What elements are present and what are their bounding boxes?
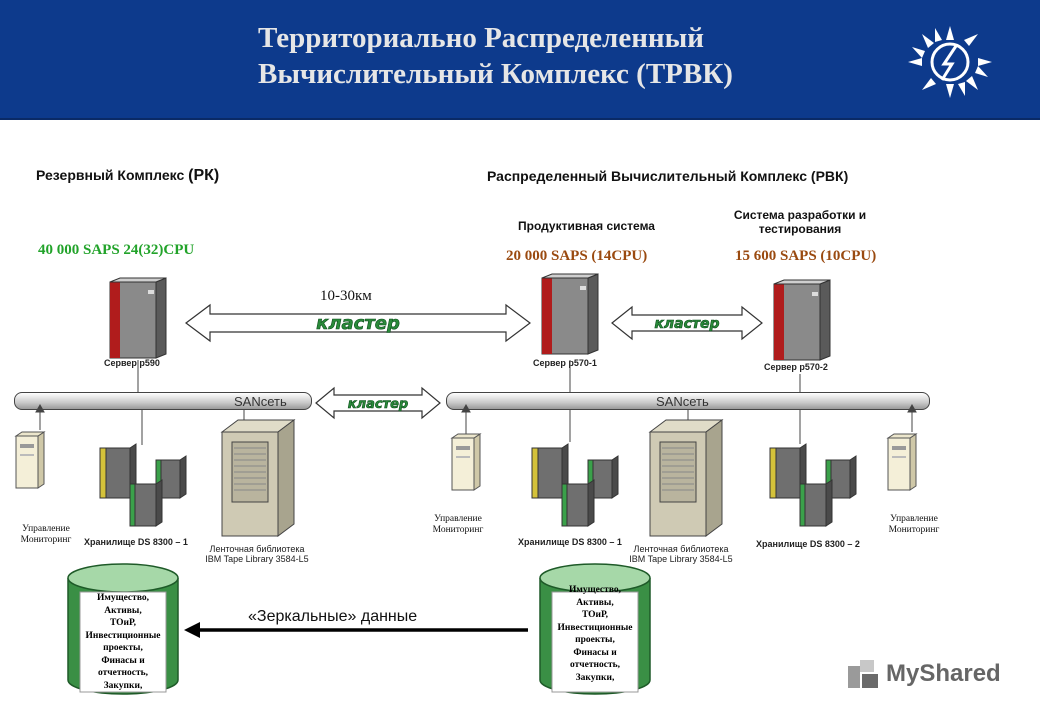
cluster-arrow-main: кластер: [185, 303, 531, 343]
rk-tape-line2: IBM Tape Library 3584-L5: [205, 554, 309, 564]
rvk-storage2-icon: [769, 443, 857, 527]
san-bus-rvk: [446, 392, 930, 410]
dev-system-label: Система разработки и тестирования: [718, 208, 882, 236]
server-p570-1-icon: [541, 273, 599, 355]
rk-database-icon: [67, 563, 179, 695]
cluster-main-text: кластер: [316, 313, 400, 334]
prod-saps: 20 000 SAPS (14CPU): [506, 248, 648, 264]
cluster-arrow-san: кластер: [315, 386, 441, 420]
rvk-right-management-line1: Управление: [890, 514, 938, 524]
rvk-management-line1: Управление: [434, 514, 482, 524]
dev-system-line1: Система разработки и: [733, 208, 867, 222]
cluster-arrow-rvk: кластер: [611, 305, 763, 341]
rk-management-label: Управление Мониторинг: [8, 524, 84, 546]
rk-management-pc-icon: [14, 431, 46, 489]
title-line-2: Вычислительный Комплекс (ТРВК): [258, 58, 733, 90]
san-rk-label: SANсеть: [234, 394, 287, 409]
rvk-storage2-label: Хранилище DS 8300 – 2: [756, 539, 860, 549]
rk-database-text: Имущество, Активы, ТОиР, Инвестиционные …: [85, 593, 161, 691]
rvk-database-icon: [539, 563, 651, 695]
dev-system-line2: тестирования: [758, 222, 842, 236]
server-p570-2-label: Сервер p570-2: [764, 362, 828, 372]
rvk-database-text: Имущество, Активы, ТОиР, Инвестиционные …: [557, 585, 633, 683]
rk-tape-label: Ленточная библиотека IBM Tape Library 35…: [202, 544, 312, 564]
rk-tape-library-icon: [220, 419, 296, 537]
server-p590-label: Сервер p590: [104, 358, 160, 368]
dev-saps: 15 600 SAPS (10CPU): [735, 248, 877, 264]
cluster-rvk-text: кластер: [654, 316, 719, 332]
distance-label: 10-30км: [320, 288, 372, 304]
rvk-tape-line2: IBM Tape Library 3584-L5: [629, 554, 733, 564]
rk-heading-text: Резервный Комплекс: [36, 167, 185, 183]
server-p590-icon: [109, 277, 167, 359]
rk-tape-line1: Ленточная библиотека: [209, 544, 305, 554]
rvk-right-management-pc-icon: [886, 433, 918, 491]
rvk-storage1-icon: [531, 443, 619, 527]
rvk-management-pc-icon: [450, 433, 482, 491]
rk-heading: Резервный Комплекс (РК): [36, 167, 219, 185]
mirror-arrow: [184, 622, 528, 638]
san-bus-rk: [14, 392, 312, 410]
title-line-1: Территориально Распределенный: [258, 22, 704, 54]
rk-management-line1: Управление: [22, 524, 70, 534]
watermark-logo-icon: [848, 660, 878, 688]
rvk-management-line2: Мониторинг: [432, 525, 484, 535]
rvk-tape-library-icon: [648, 419, 724, 537]
rvk-right-management-line2: Мониторинг: [888, 525, 940, 535]
mirror-label: «Зеркальные» данные: [248, 608, 418, 625]
rvk-management-label: Управление Мониторинг: [420, 514, 496, 536]
prod-system-label: Продуктивная система: [518, 219, 655, 233]
header-banner: Территориально Распределенный Вычислител…: [0, 0, 1040, 120]
rvk-tape-line1: Ленточная библиотека: [633, 544, 729, 554]
rk-management-line2: Мониторинг: [20, 535, 72, 545]
rk-heading-abbr: (РК): [188, 167, 220, 184]
watermark-text: MyShared: [886, 660, 1001, 687]
rk-saps: 40 000 SAPS 24(32)CPU: [38, 242, 195, 258]
cluster-san-text: кластер: [348, 397, 408, 412]
rvk-right-management-label: Управление Мониторинг: [874, 514, 954, 536]
rvk-tape-label: Ленточная библиотека IBM Tape Library 35…: [626, 544, 736, 564]
san-rvk-label: SANсеть: [656, 394, 709, 409]
rvk-heading: Распределенный Вычислительный Комплекс (…: [487, 168, 849, 184]
server-p570-1-label: Сервер p570-1: [533, 358, 597, 368]
server-p570-2-icon: [773, 279, 831, 361]
company-logo-icon: [908, 26, 992, 98]
rvk-storage1-label: Хранилище DS 8300 – 1: [518, 537, 622, 547]
rk-storage-icon: [99, 443, 187, 527]
rk-storage-label: Хранилище DS 8300 – 1: [84, 537, 188, 547]
